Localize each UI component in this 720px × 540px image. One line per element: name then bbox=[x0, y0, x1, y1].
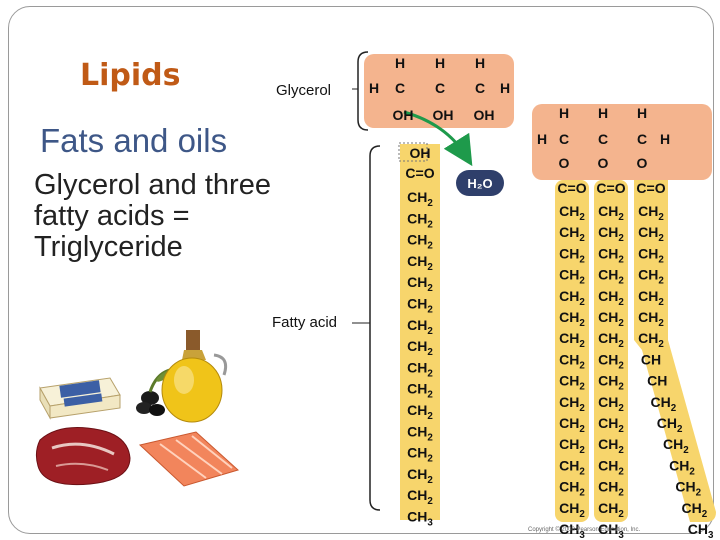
triglyceride-atom: H bbox=[660, 131, 670, 147]
triglyceride-atom: H bbox=[598, 105, 608, 121]
triglyceride-atom: C bbox=[598, 131, 608, 147]
glycerol-atom: H bbox=[369, 80, 379, 96]
glycerol-atom: OH bbox=[474, 107, 495, 123]
triglyceride-atom: C=O bbox=[636, 180, 665, 196]
triglyceride-atom: CH bbox=[647, 373, 667, 389]
triglyceride-atom: H bbox=[537, 131, 547, 147]
triglyceride-atom: C=O bbox=[596, 180, 625, 196]
glycerol-atom: H bbox=[500, 80, 510, 96]
glycerol-atom: C bbox=[395, 80, 405, 96]
triglyceride-atom: H bbox=[559, 105, 569, 121]
triglyceride-atom: O bbox=[559, 155, 570, 171]
fatty-acid-atom: C=O bbox=[405, 165, 434, 181]
glycerol-atom: C bbox=[475, 80, 485, 96]
glycerol-atom: H bbox=[475, 55, 485, 71]
glycerol-atom: OH bbox=[433, 107, 454, 123]
copyright: Copyright © 2008 Pearson Education, Inc. bbox=[528, 527, 640, 533]
triglyceride-atom: CH3 bbox=[688, 521, 714, 540]
glycerol-atom: H bbox=[395, 55, 405, 71]
glycerol-atom: OH bbox=[393, 107, 414, 123]
triglyceride-atom: C bbox=[637, 131, 647, 147]
fatty-acid-bracket bbox=[370, 146, 380, 510]
triglyceride-atom: CH bbox=[641, 351, 661, 367]
triglyceride-atom: C bbox=[559, 131, 569, 147]
fatty-acid-atom: OH bbox=[410, 145, 431, 161]
fatty-acid-label: Fatty acid bbox=[272, 314, 337, 331]
triglyceride-atom: O bbox=[598, 155, 609, 171]
glycerol-atom: H bbox=[435, 55, 445, 71]
triglyceride-atom: C=O bbox=[557, 180, 586, 196]
glycerol-label: Glycerol bbox=[276, 82, 331, 99]
glycerol-atom: C bbox=[435, 80, 445, 96]
triglyceride-atom: H bbox=[637, 105, 647, 121]
water-label: H₂O bbox=[467, 176, 492, 191]
triglyceride-atom: O bbox=[637, 155, 648, 171]
